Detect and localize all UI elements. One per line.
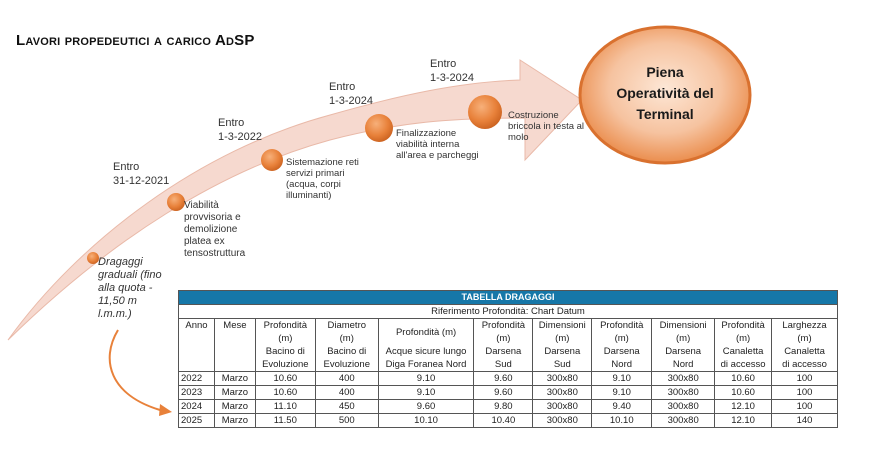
table-cell: 300x80 — [532, 399, 593, 414]
table-cell: 9.40 — [591, 399, 653, 414]
table-cell: 9.80 — [473, 399, 534, 414]
goal-line: Operatività del — [616, 85, 714, 101]
table-title: TABELLA DRAGAGGI — [178, 290, 838, 305]
table-cell: 9.60 — [473, 371, 534, 386]
curved-connector-arrow — [108, 329, 161, 411]
milestone-dot — [87, 252, 99, 264]
table-cell: 140 — [771, 413, 838, 428]
table-cell: 450 — [314, 399, 379, 414]
table-cell: 300x80 — [532, 413, 593, 428]
table-cell: 400 — [314, 385, 379, 400]
table-cell: 10.10 — [377, 413, 475, 428]
table-cell: 9.10 — [591, 371, 653, 386]
table-cell: 11.50 — [254, 413, 316, 428]
dredging-table: TABELLA DRAGAGGI Riferimento Profondità:… — [178, 290, 838, 428]
column-header: Dimensioni(m) — [532, 318, 593, 345]
table-cell: 100 — [771, 385, 838, 400]
table-cell: Marzo — [213, 371, 256, 386]
table-cell: Marzo — [213, 385, 256, 400]
table-cell: 9.60 — [377, 399, 475, 414]
table-cell: 400 — [314, 371, 379, 386]
connector-arrowhead — [159, 404, 172, 416]
table-cell: 10.60 — [254, 385, 316, 400]
table-cell: 10.60 — [714, 385, 773, 400]
table-cell: 300x80 — [651, 399, 716, 414]
table-cell: 100 — [771, 371, 838, 386]
table-cell: 300x80 — [532, 371, 593, 386]
table-cell: 2022 — [178, 371, 215, 386]
table-cell: 10.60 — [714, 371, 773, 386]
column-header: Profondità(m) — [591, 318, 653, 345]
table-cell: 300x80 — [651, 385, 716, 400]
column-header: Profondità(m) — [473, 318, 534, 345]
table-cell: 12.10 — [714, 399, 773, 414]
table-cell: 11.10 — [254, 399, 316, 414]
table-cell: Marzo — [213, 399, 256, 414]
table-cell: 2024 — [178, 399, 215, 414]
table-cell: 10.40 — [473, 413, 534, 428]
table-cell: 10.60 — [254, 371, 316, 386]
table-cell: 500 — [314, 413, 379, 428]
column-header: Profondità(m) — [254, 318, 316, 345]
goal-circle — [578, 25, 752, 165]
table-cell: 9.10 — [377, 385, 475, 400]
column-header: Anno — [178, 318, 215, 345]
column-header: Profondità (m) — [377, 318, 475, 345]
column-header: Diametro(m) — [314, 318, 379, 345]
column-subheader — [178, 345, 215, 372]
table-cell: 2023 — [178, 385, 215, 400]
table-cell: 9.10 — [377, 371, 475, 386]
column-header: Profondità(m) — [714, 318, 773, 345]
milestone-dot — [167, 193, 185, 211]
goal-line: Terminal — [636, 106, 694, 122]
column-header: Dimensioni(m) — [651, 318, 716, 345]
milestone-dot — [365, 114, 393, 142]
table-cell: 300x80 — [651, 371, 716, 386]
milestone-dot — [261, 149, 283, 171]
table-cell: 10.10 — [591, 413, 653, 428]
table-cell: Marzo — [213, 413, 256, 428]
table-cell: 9.60 — [473, 385, 534, 400]
table-cell: 2025 — [178, 413, 215, 428]
table-cell: 300x80 — [651, 413, 716, 428]
table-cell: 100 — [771, 399, 838, 414]
page-title: Lavori propedeutici a carico AdSP — [16, 32, 255, 49]
column-header: Mese — [213, 318, 256, 345]
table-subtitle: Riferimento Profondità: Chart Datum — [178, 304, 838, 319]
milestone-dot — [468, 95, 502, 129]
table-cell: 300x80 — [532, 385, 593, 400]
goal-line: Piena — [646, 64, 684, 80]
column-subheader — [213, 345, 256, 372]
column-header: Larghezza(m) — [771, 318, 838, 345]
table-cell: 12.10 — [714, 413, 773, 428]
goal-label: Piena Operatività del Terminal — [595, 62, 735, 125]
table-cell: 9.10 — [591, 385, 653, 400]
